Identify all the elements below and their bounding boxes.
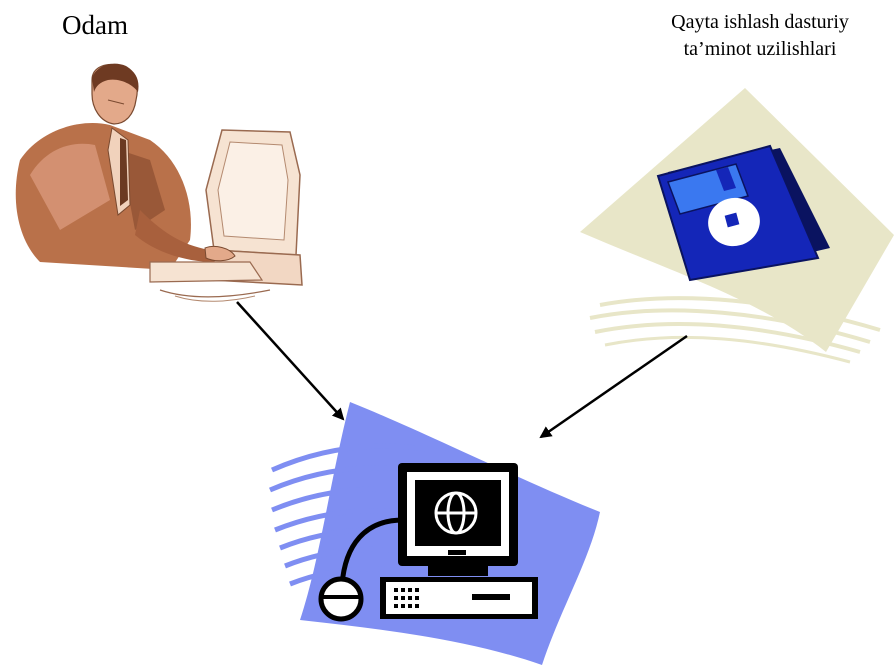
person-label: Odam <box>62 10 128 40</box>
arrow-software-to-computer <box>539 334 688 439</box>
software-label-line-1: Qayta ishlash dasturiy <box>671 11 849 33</box>
software-failure-label: Qayta ishlash dasturiy ta’minot uzilishl… <box>640 9 880 61</box>
arrow-person-to-computer <box>236 301 345 421</box>
software-label-line-2: ta’minot uzilishlari <box>683 38 837 60</box>
globe-icon <box>434 491 478 535</box>
person-at-computer-icon <box>15 63 303 302</box>
computer-system-icon <box>269 402 600 665</box>
floppy-disk-icon <box>580 88 894 364</box>
